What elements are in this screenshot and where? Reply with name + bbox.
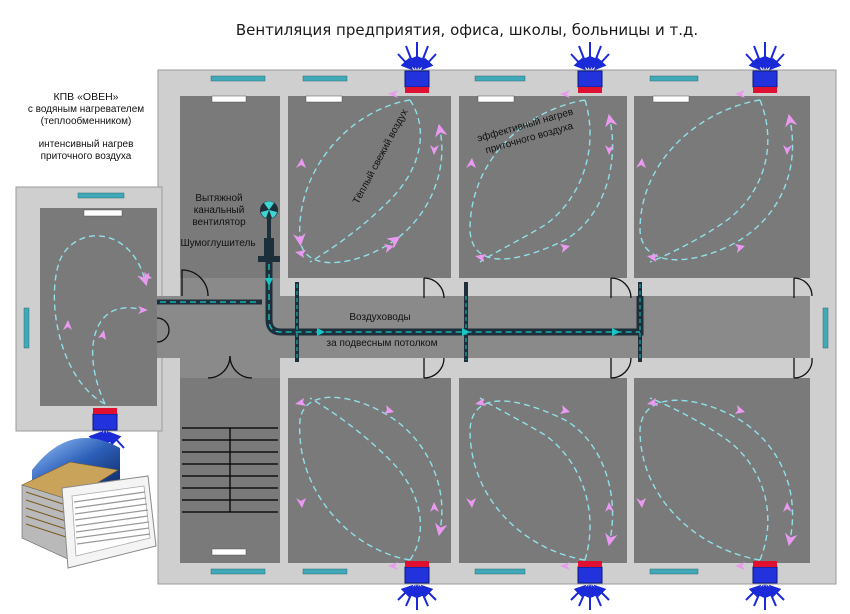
silencer-label: Шумоглушитель bbox=[180, 238, 255, 249]
warm-air-arrows bbox=[63, 90, 792, 570]
staircase bbox=[182, 427, 278, 513]
room-west bbox=[40, 208, 157, 406]
ducts-label-line1: Воздуховоды bbox=[349, 312, 410, 323]
room-top-2 bbox=[459, 96, 627, 278]
supply-unit-bottom-3 bbox=[752, 561, 778, 584]
ducts-label-line2: за подвесным потолком bbox=[327, 338, 438, 349]
heat-label-line1: интенсивный нагрев bbox=[39, 139, 134, 150]
corridor-hall bbox=[180, 278, 280, 378]
room-top-3 bbox=[634, 96, 810, 278]
room-utility bbox=[180, 96, 280, 278]
window-bars bbox=[23, 75, 829, 575]
room-bottom-1 bbox=[288, 378, 451, 563]
room-bottom-2 bbox=[459, 378, 627, 563]
supply-unit-top-1 bbox=[404, 70, 430, 93]
doors bbox=[156, 269, 813, 379]
heat-label-line2: приточного воздуха bbox=[41, 151, 132, 162]
supply-unit-top-3 bbox=[752, 70, 778, 93]
supply-unit-bottom-2 bbox=[577, 561, 603, 584]
kpv-device-icon bbox=[21, 437, 157, 569]
duct-network bbox=[157, 238, 644, 362]
exhaust-label-line3: вентилятор bbox=[192, 217, 246, 228]
room-bottom-3 bbox=[634, 378, 810, 563]
supply-units bbox=[92, 70, 778, 584]
kpv-label-line3: (теплообменником) bbox=[41, 115, 132, 127]
exhaust-fan-icon bbox=[260, 201, 278, 239]
diagram-title: Вентиляция предприятия, офиса, школы, бо… bbox=[236, 21, 698, 39]
exhaust-label-line2: канальный bbox=[194, 205, 245, 216]
supply-unit-west bbox=[92, 408, 118, 431]
supply-unit-bottom-1 bbox=[404, 561, 430, 584]
kpv-label-line2: с водяным нагревателем bbox=[28, 104, 144, 115]
kpv-label-line1: КПВ «ОВЕН» bbox=[53, 91, 118, 103]
diffuser-grilles bbox=[83, 95, 690, 556]
supply-unit-top-2 bbox=[577, 70, 603, 93]
exhaust-label-line1: Вытяжной bbox=[195, 193, 242, 204]
air-loops bbox=[53, 99, 798, 561]
